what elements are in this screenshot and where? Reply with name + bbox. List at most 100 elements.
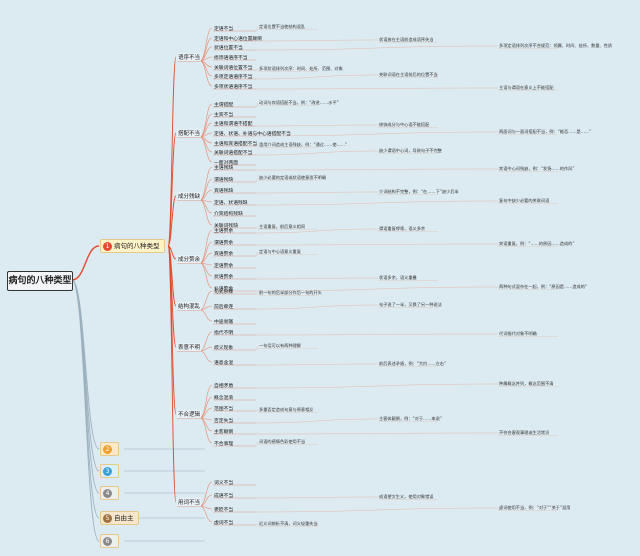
leaf-note: 多项状语排列次序：时间、处所、范围、对象 xyxy=(259,66,343,71)
leaf-note: 成语望文生义，使用对象错误 xyxy=(379,494,434,499)
sub-item[interactable]: 自相矛盾 xyxy=(214,384,234,389)
sub-item[interactable]: 主语和谓语不搭配 xyxy=(214,122,253,127)
connector xyxy=(199,136,213,163)
category-node[interactable]: 成分赘余 xyxy=(177,255,202,263)
connector xyxy=(255,87,499,90)
leaf-note: 关联词语在主语前后的位置不当 xyxy=(379,72,438,77)
sub-item[interactable]: 中途易辙 xyxy=(214,320,234,325)
connector xyxy=(199,178,213,201)
connector xyxy=(255,496,379,499)
sub-item[interactable]: 主谓搭配 xyxy=(214,103,234,108)
connector xyxy=(167,245,177,503)
connector xyxy=(255,177,259,183)
connector xyxy=(199,346,213,352)
leaf-note: 介词结构不完整，例：“在……下”缺少后半 xyxy=(379,189,459,194)
sub-item[interactable]: 多项定语语序不当 xyxy=(214,75,253,80)
category-node[interactable]: 不合逻辑 xyxy=(177,410,202,418)
sub-item[interactable]: 定语赘余 xyxy=(214,264,234,269)
sub-item[interactable]: 虚词不当 xyxy=(214,521,234,526)
sub-item[interactable]: 不合事理 xyxy=(214,442,234,447)
sub-item[interactable]: 主语和宾语搭配不当 xyxy=(214,142,258,147)
sub-item[interactable]: 指代不明 xyxy=(214,331,234,336)
sub-item[interactable]: 语意含混 xyxy=(214,361,234,366)
connector xyxy=(255,363,379,366)
connector xyxy=(255,243,499,246)
sub-item[interactable]: 概念混淆 xyxy=(214,396,234,401)
connector xyxy=(255,251,259,257)
leaf-note: 前一句的后半部分作后一句的开头 xyxy=(259,290,322,295)
sub-item[interactable]: 关联词语位置不当 xyxy=(214,66,253,71)
leaf-note: 宾语重复，例：“……的原因……造成的” xyxy=(499,241,575,246)
connector xyxy=(167,132,177,247)
leaf-note: 种属概念并列，概念范围不清 xyxy=(499,381,554,386)
connector xyxy=(255,226,259,229)
leaf-note: 定语位置不当使结构混乱 xyxy=(259,24,306,29)
sub-item[interactable]: 定语、状语残缺 xyxy=(214,201,248,206)
category-node[interactable]: 语序不当 xyxy=(177,53,202,61)
leaf-note: 虚词使用不当，例：“对于”“关于”混用 xyxy=(499,505,571,510)
connector xyxy=(199,305,213,311)
branch-number-badge: 4 xyxy=(103,488,112,498)
branch-number-badge: 6 xyxy=(103,536,112,546)
branch-node-6[interactable]: 6 xyxy=(100,534,119,548)
sub-item[interactable]: 否定失当 xyxy=(214,419,234,424)
sub-item[interactable]: 前后牵连 xyxy=(214,305,234,310)
connector xyxy=(255,345,259,351)
sub-item[interactable]: 宾语赘余 xyxy=(214,252,234,257)
branch-number-badge: 3 xyxy=(103,466,112,476)
sub-item[interactable]: 句式杂糅 xyxy=(214,290,234,295)
sub-item[interactable]: 主语残缺 xyxy=(214,166,234,171)
category-node[interactable]: 用词不当 xyxy=(177,498,202,506)
leaf-note: 多项定语排列次序不合规范：领属、时间、处所、数量、性质 xyxy=(499,43,613,48)
connector xyxy=(199,189,213,201)
leaf-note: 代词指代对象不明确 xyxy=(499,331,537,336)
leaf-note: 多重否定造成句意与原意相反 xyxy=(259,407,314,412)
connector xyxy=(255,383,499,389)
connector xyxy=(199,103,213,138)
category-node[interactable]: 搭配不当 xyxy=(177,129,202,137)
branch-node-3[interactable]: 3 xyxy=(100,464,119,478)
connector xyxy=(255,131,499,137)
sub-item[interactable]: 宾语残缺 xyxy=(214,189,234,194)
connector xyxy=(255,432,499,435)
branch-node-2[interactable]: 2 xyxy=(100,442,119,456)
leaf-note: 两面词与一面词搭配不当，例：“能否……是……” xyxy=(499,129,592,134)
sub-item[interactable]: 状语位置不当 xyxy=(214,46,243,51)
category-node[interactable]: 表意不明 xyxy=(177,343,202,351)
sub-item[interactable]: 谓语残缺 xyxy=(214,178,234,183)
connector xyxy=(255,418,379,424)
sub-item[interactable]: 定语不当 xyxy=(214,27,234,32)
sub-item[interactable]: 主语赘余 xyxy=(214,229,234,234)
sub-item[interactable]: 定语、状语、补语与中心语搭配不当 xyxy=(214,132,291,137)
sub-item[interactable]: 谓语赘余 xyxy=(214,241,234,246)
category-node[interactable]: 结构混乱 xyxy=(177,302,202,310)
branch-node-4[interactable]: 4 xyxy=(100,486,119,500)
sub-item[interactable]: 多项状语语序不当 xyxy=(214,85,253,90)
category-node[interactable]: 成分残缺 xyxy=(177,192,202,200)
sub-item[interactable]: 关联词残缺 xyxy=(214,224,238,229)
sub-item[interactable]: 状语赘余 xyxy=(214,275,234,280)
sub-item[interactable]: 成语不当 xyxy=(214,494,234,499)
sub-item[interactable]: 歧义现象 xyxy=(214,346,234,351)
sub-item[interactable]: 补语赘余 xyxy=(214,287,234,292)
sub-item[interactable]: 定语和中心语位置颠倒 xyxy=(214,37,262,42)
branch-number-badge: 1 xyxy=(103,241,112,251)
sub-item[interactable]: 词义不当 xyxy=(214,481,234,486)
sub-item[interactable]: 范围不当 xyxy=(214,407,234,412)
sub-item[interactable]: 关联词语搭配不当 xyxy=(214,151,253,156)
sub-item[interactable]: 主客颠倒 xyxy=(214,430,234,435)
sub-item[interactable]: 一面对两面 xyxy=(214,161,238,166)
connector xyxy=(255,200,499,206)
sub-item[interactable]: 主宾不当 xyxy=(214,113,234,118)
leaf-note: 前后表述矛盾，例：“大约……左右” xyxy=(379,361,447,366)
leaf-note: 句子说了一半，又换了另一种说法 xyxy=(379,302,442,307)
sub-item[interactable]: 修饰语语序不当 xyxy=(214,56,248,61)
branch-label: 病句的八种类型 xyxy=(114,242,160,250)
sub-item[interactable]: 褒贬不当 xyxy=(214,508,234,513)
root-node[interactable]: 病句的八种类型 xyxy=(7,271,73,291)
leaf-note: 缺少必要的定语或状语使意思不明确 xyxy=(259,175,327,180)
connector xyxy=(199,27,213,62)
sub-item[interactable]: 介宾结构残缺 xyxy=(214,212,243,217)
